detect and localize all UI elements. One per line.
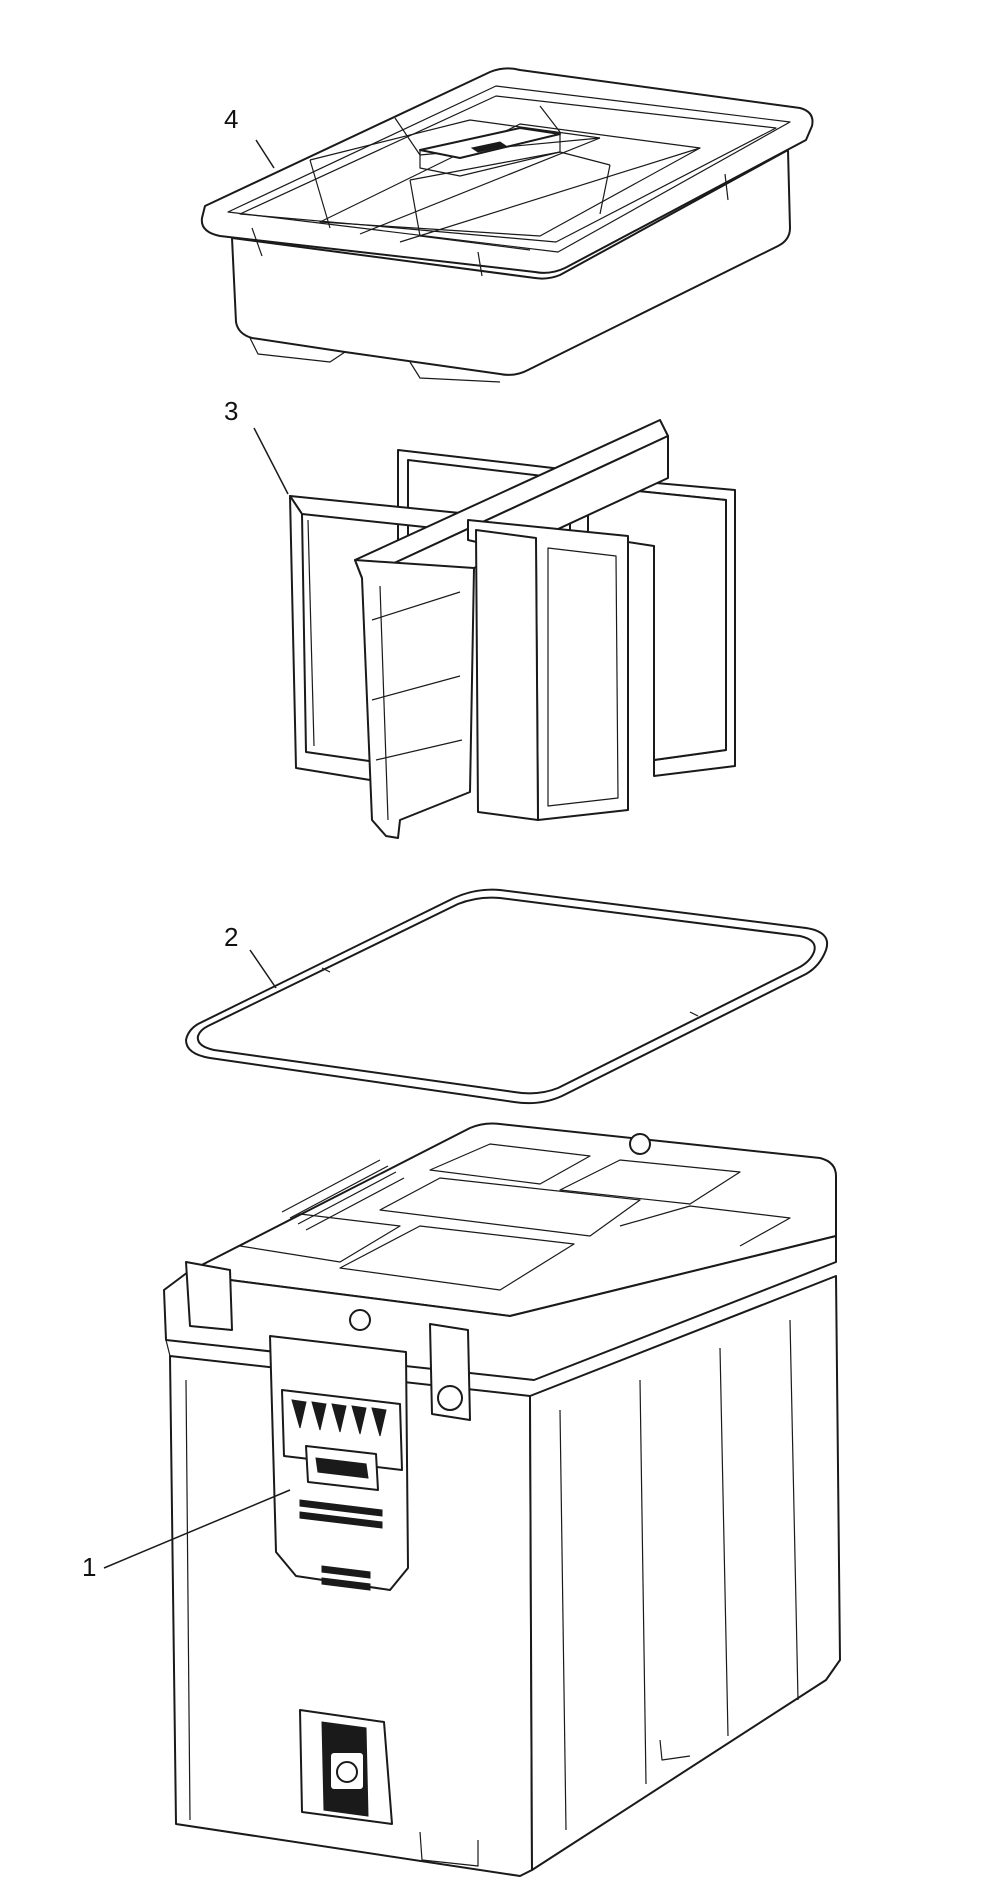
callout-4: 4 [224,104,239,134]
part-4-tray [200,67,814,383]
callout-3: 3 [224,396,239,426]
callout-2: 2 [224,922,239,952]
leader-line-3 [253,427,289,495]
leader-line-1 [103,1489,291,1569]
leader-line-2 [249,949,277,989]
part-1-box [163,1122,841,1877]
part-3-dividers [289,419,736,839]
callout-1: 1 [82,1552,97,1582]
part-2-seal [185,888,828,1105]
leader-line-4 [255,139,275,169]
